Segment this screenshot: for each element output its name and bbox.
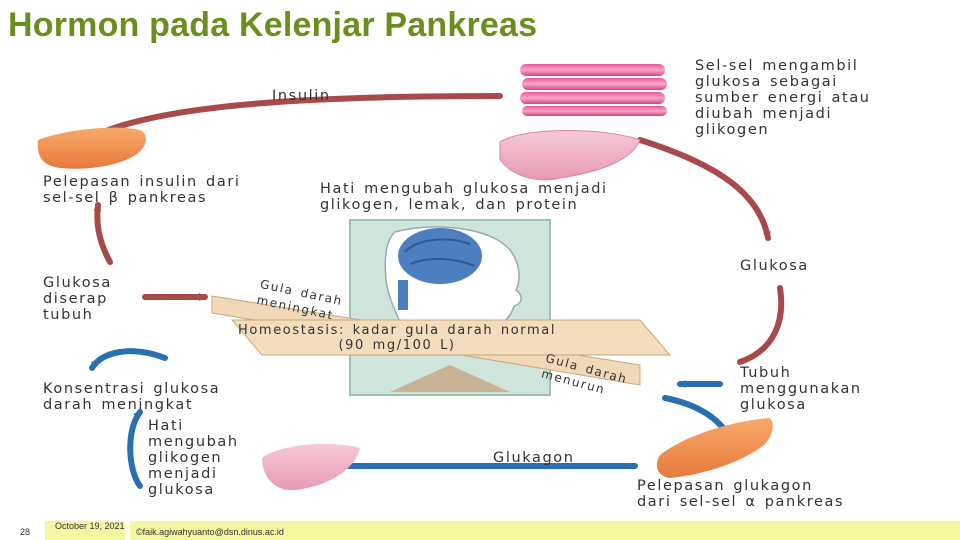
arrow-up-left: [93, 202, 113, 265]
footer-email-box: ©faik.agiwahyuanto@dsn.dinus.ac.id: [130, 521, 960, 540]
label-liver-converts: Hati mengubah glukosa menjadi glikogen, …: [320, 181, 608, 213]
liver-bottom-icon: [262, 443, 360, 491]
footer-date-box: October 19, 2021: [45, 521, 125, 540]
label-glucose-rises: Konsentrasi glukosa darah meningkat: [43, 381, 221, 413]
muscle-fiber-icon: [520, 64, 667, 116]
brain-head-icon: [349, 219, 551, 396]
label-glucagon-release: Pelepasan glukagon dari sel-sel α pankre…: [637, 478, 845, 510]
pancreas-top-icon: [37, 127, 146, 169]
page-number: 28: [20, 527, 31, 537]
seesaw-fulcrum: [390, 365, 510, 392]
label-body-uses-glucose: Tubuh menggunakan glukosa: [740, 365, 862, 413]
arrow-glucose-down: [737, 285, 785, 365]
label-insulin-release: Pelepasan insulin dari sel-sel β pankrea…: [43, 174, 241, 206]
footer-email: ©faik.agiwahyuanto@dsn.dinus.ac.id: [136, 527, 284, 537]
arrow-blue-up: [127, 409, 143, 489]
label-insulin: Insulin: [272, 88, 331, 104]
label-homeostasis: Homeostasis: kadar gula darah normal (90…: [238, 323, 557, 353]
label-glucose: Glukosa: [740, 258, 809, 274]
slide-footer: 28 October 19, 2021 ©faik.agiwahyuanto@d…: [0, 520, 960, 540]
seesaw-plank-homeostasis: [230, 319, 672, 356]
slide-title: Hormon pada Kelenjar Pankreas: [8, 6, 538, 44]
pancreas-bottom-icon: [656, 418, 773, 478]
liver-top-icon: [499, 129, 641, 181]
footer-date: October 19, 2021: [55, 521, 125, 531]
label-glucagon: Glukagon: [493, 450, 575, 466]
arrow-insulin: [87, 93, 503, 141]
label-glucose-absorbed: Glukosa diserap tubuh: [43, 275, 112, 323]
arrow-blue-left: [89, 348, 168, 371]
label-liver-glycogen: Hati mengubah glikogen menjadi glukosa: [148, 418, 239, 498]
label-muscle-cells: Sel-sel mengambil glukosa sebagai sumber…: [695, 58, 871, 138]
arrow-liver-to-glucose: [637, 137, 771, 241]
